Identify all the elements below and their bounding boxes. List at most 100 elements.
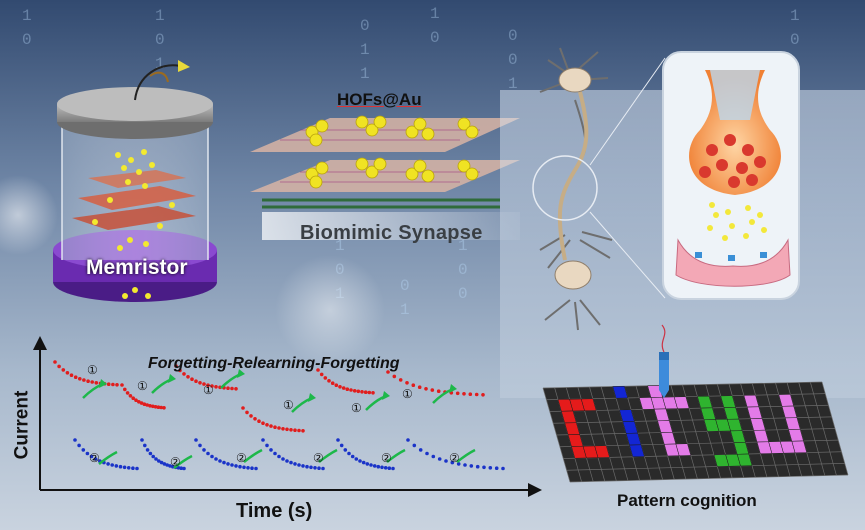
series1-point bbox=[82, 378, 86, 382]
series2-point bbox=[154, 457, 158, 461]
series1-point bbox=[462, 392, 466, 396]
series1-point bbox=[151, 404, 155, 409]
series2-point bbox=[463, 463, 467, 467]
series2-point bbox=[254, 466, 258, 471]
neuron-cell-body bbox=[554, 260, 592, 290]
hofs-au-label: HOFs@Au bbox=[337, 90, 422, 109]
series2-marker: ② bbox=[236, 451, 247, 465]
svg-text:0: 0 bbox=[508, 51, 518, 69]
series1-point bbox=[145, 403, 149, 407]
memristor-film-layers bbox=[72, 170, 196, 230]
series1-point bbox=[281, 427, 285, 431]
series1-point bbox=[162, 406, 166, 410]
series2-point bbox=[425, 451, 429, 456]
series1-marker: ① bbox=[402, 387, 413, 401]
series1-point bbox=[226, 386, 230, 391]
series1-point bbox=[234, 387, 238, 391]
series1-point bbox=[210, 384, 214, 388]
memristor-device bbox=[53, 60, 217, 302]
series2-point bbox=[226, 462, 230, 466]
series2-marker: ② bbox=[89, 451, 100, 465]
series1-point bbox=[253, 417, 257, 421]
series1-point bbox=[115, 383, 119, 387]
series2-point bbox=[365, 462, 370, 466]
svg-text:1: 1 bbox=[458, 237, 468, 255]
series1-point bbox=[257, 419, 261, 424]
series2-point bbox=[376, 464, 381, 469]
series2-point bbox=[412, 443, 417, 448]
series1-point bbox=[341, 386, 346, 390]
series1-point bbox=[323, 376, 328, 380]
series2-point bbox=[238, 464, 242, 469]
series2-point bbox=[265, 443, 269, 448]
series2-point bbox=[347, 451, 351, 456]
series2-point bbox=[182, 466, 186, 471]
series2-point bbox=[406, 438, 410, 442]
svg-text:0: 0 bbox=[430, 29, 440, 47]
series2-point bbox=[289, 460, 293, 465]
pattern-grid-board bbox=[542, 324, 849, 483]
arrowhead-icon bbox=[237, 369, 245, 378]
series2-point bbox=[293, 462, 297, 466]
series1-point bbox=[273, 425, 277, 430]
series2-point bbox=[81, 448, 86, 452]
series1-point bbox=[455, 391, 460, 396]
series2-point bbox=[350, 454, 355, 459]
relearning-arrow-icon bbox=[456, 448, 476, 463]
series1-point bbox=[411, 383, 416, 388]
series1-point bbox=[186, 375, 190, 379]
series2-marker: ② bbox=[170, 455, 181, 469]
series1-point bbox=[73, 375, 78, 380]
series1-point bbox=[430, 388, 435, 392]
series1-point bbox=[111, 382, 115, 387]
synapse-zoom-panel bbox=[662, 51, 800, 300]
series2-point bbox=[73, 438, 77, 442]
series2-point bbox=[469, 464, 474, 468]
svg-text:1: 1 bbox=[430, 5, 440, 23]
series1-point bbox=[78, 377, 82, 381]
pattern-cell bbox=[723, 407, 740, 420]
svg-text:0: 0 bbox=[508, 27, 518, 45]
series2-marker: ② bbox=[381, 451, 392, 465]
series2-point bbox=[456, 462, 461, 466]
relearning-arrow-icon bbox=[386, 448, 406, 463]
series1-point bbox=[156, 405, 161, 410]
series2-point bbox=[277, 454, 281, 459]
series2-point bbox=[444, 459, 448, 463]
series2-point bbox=[418, 448, 423, 452]
svg-text:0: 0 bbox=[360, 17, 370, 35]
pen-icon bbox=[659, 324, 669, 398]
series2-marker: ② bbox=[313, 451, 324, 465]
series2-point bbox=[131, 466, 135, 471]
series2-point bbox=[198, 443, 202, 448]
series1-point bbox=[338, 385, 342, 389]
svg-text:1: 1 bbox=[155, 55, 165, 73]
series1-point bbox=[57, 364, 61, 369]
series2-point bbox=[210, 454, 214, 459]
relearning-arrow-icon bbox=[173, 454, 193, 469]
series1-point bbox=[190, 377, 194, 382]
series1-point bbox=[367, 390, 372, 395]
series2-point bbox=[165, 463, 169, 467]
pattern-cell bbox=[675, 443, 692, 456]
series2-point bbox=[273, 451, 277, 456]
light-glow bbox=[275, 255, 385, 365]
series1-point bbox=[69, 373, 74, 378]
series2-point bbox=[343, 448, 348, 452]
series1-point bbox=[249, 414, 253, 418]
series1-point bbox=[405, 381, 409, 385]
series2-point bbox=[89, 454, 94, 459]
series1-point bbox=[148, 404, 152, 408]
series1-point bbox=[392, 374, 397, 379]
pattern-cell bbox=[647, 385, 663, 398]
series1-marker: ① bbox=[87, 363, 98, 377]
synapse-banner bbox=[262, 212, 520, 240]
series1-point bbox=[241, 406, 245, 410]
series2-point bbox=[437, 457, 442, 461]
pattern-cognition-label: Pattern cognition bbox=[617, 491, 757, 510]
series2-point bbox=[387, 466, 392, 471]
series2-point bbox=[93, 457, 98, 461]
series1-point bbox=[178, 368, 182, 373]
series1-point bbox=[269, 424, 273, 428]
